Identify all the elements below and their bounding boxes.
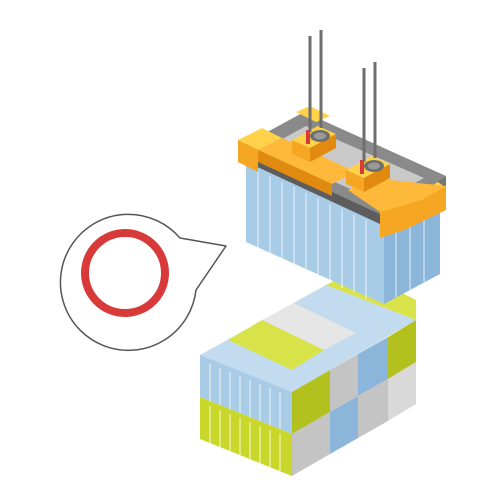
stack-side-lime-a [292,370,330,434]
stack-side-gray-c [358,379,388,438]
winch-right [346,156,390,192]
spreader-rail-left-face [258,150,332,196]
spreader-corner-left-front [238,140,258,172]
spreader-corner-right-front [380,186,446,238]
stack-top-blue-2 [294,285,388,333]
circle-ok-mark-icon [81,229,169,317]
stack-front-blue-upper [200,355,292,434]
lifted-container-front [246,160,384,304]
lifted-container-corrugation [257,171,425,299]
stack-front-lime-lower [200,397,292,476]
stack-side-blue-a [358,337,388,396]
stack-side-gray-a [330,354,358,412]
speech-bubble [59,213,227,352]
stack-side-gray-d [388,362,416,421]
stack-top-gray-1 [262,303,356,350]
lifted-container [238,30,446,304]
stack-corrugation [209,364,281,471]
speech-bubble-outline [59,213,227,352]
lifting-cables [308,30,377,162]
stack-top-blue-1 [200,340,292,388]
stack-side-gray-b [292,412,330,476]
stack-side-lime-b [388,320,416,379]
spreader-rail-left [258,138,356,184]
stack-side-blue-b [330,396,358,454]
winch-left [292,126,336,162]
spreader-corner-left [238,128,282,150]
stack-top-lime-2 [228,320,324,370]
container-stack [200,270,416,476]
